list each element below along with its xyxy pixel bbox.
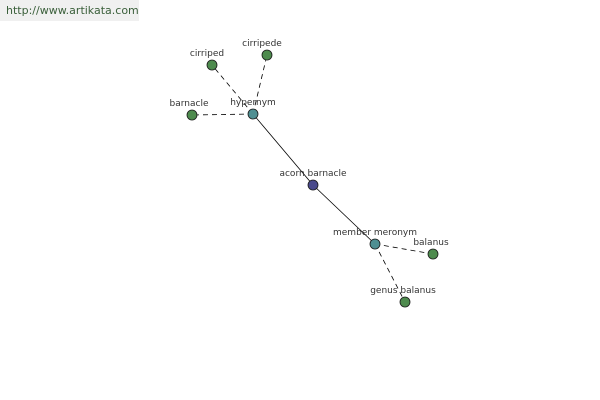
- node-member-meronym[interactable]: [369, 238, 381, 250]
- edges-layer: [191, 54, 434, 303]
- node-acorn-barnacle[interactable]: [307, 179, 319, 191]
- nodes-layer: [186, 49, 439, 308]
- edge-hypernym-cirripede: [252, 54, 268, 115]
- edge-hypernym-cirriped: [211, 64, 254, 115]
- node-label-cirripede: cirripede: [242, 39, 282, 49]
- edge-member-meronym-genus-balanus: [374, 243, 406, 303]
- watermark-link[interactable]: http://www.artikata.com: [0, 0, 139, 21]
- node-label-hypernym: hypernym: [230, 98, 276, 108]
- node-hypernym[interactable]: [247, 108, 259, 120]
- edge-member-meronym-balanus: [374, 243, 434, 255]
- node-genus-balanus[interactable]: [399, 296, 411, 308]
- node-label-member-meronym: member meronym: [333, 228, 417, 238]
- node-label-acorn-barnacle: acorn barnacle: [279, 169, 347, 179]
- edge-acorn-barnacle-hypernym: [252, 113, 314, 186]
- node-label-cirriped: cirriped: [190, 49, 224, 59]
- edge-hypernym-barnacle: [191, 113, 254, 116]
- node-cirriped[interactable]: [206, 59, 218, 71]
- node-barnacle[interactable]: [186, 109, 198, 121]
- node-label-balanus: balanus: [413, 238, 449, 248]
- node-label-barnacle: barnacle: [170, 99, 209, 109]
- labels-layer: acorn barnacle hypernym member meronym cirr…: [170, 39, 449, 296]
- node-cirripede[interactable]: [261, 49, 273, 61]
- node-balanus[interactable]: [427, 248, 439, 260]
- edge-acorn-barnacle-member-meronym: [312, 184, 376, 245]
- node-label-genus-balanus: genus balanus: [370, 286, 436, 296]
